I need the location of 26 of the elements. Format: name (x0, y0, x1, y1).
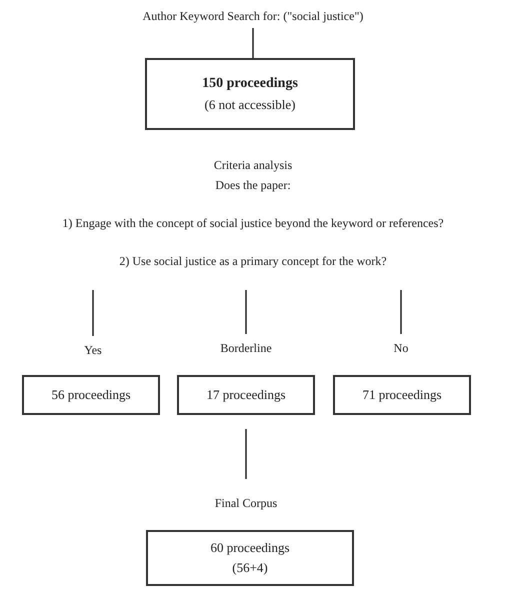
box-text: 17 proceedings (206, 386, 286, 404)
criteria-text: Criteria analysis (214, 158, 292, 173)
node-text: No (394, 340, 408, 356)
box-text: 60 proceedings (210, 540, 290, 556)
node-text: Yes (84, 342, 102, 358)
connector-line (252, 28, 254, 58)
process-box (333, 375, 471, 415)
box-text: (56+4) (232, 560, 268, 576)
box-text: 56 proceedings (51, 386, 131, 404)
process-box (145, 58, 355, 130)
node-text: Author Keyword Search for: ("social justice") (142, 8, 364, 24)
node-text: Final Corpus (214, 496, 278, 510)
process-box (22, 375, 160, 415)
connector-line (92, 290, 94, 336)
criteria-text: Does the paper: (215, 178, 291, 193)
connector-line (245, 290, 247, 334)
process-box (146, 530, 354, 586)
criteria-text: 1) Engage with the concept of social justice beyond the keyword or references? (62, 216, 444, 231)
connector-line (400, 290, 402, 334)
box-text: 150 proceedings (202, 75, 298, 93)
process-box (177, 375, 315, 415)
connector-line (245, 429, 247, 479)
box-text: 71 proceedings (362, 386, 442, 404)
node-text: Borderline (220, 340, 272, 356)
criteria-text: 2) Use social justice as a primary concept for the work? (119, 254, 387, 269)
box-text: (6 not accessible) (204, 96, 296, 113)
